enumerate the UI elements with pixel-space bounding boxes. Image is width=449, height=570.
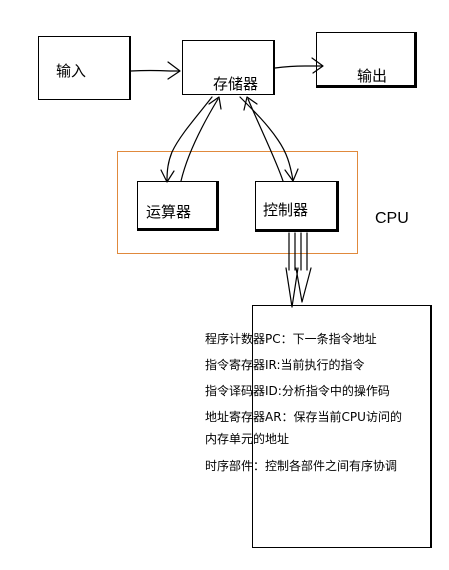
controller-box: 控制器 <box>255 181 339 232</box>
memory-label: 存储器 <box>213 75 259 93</box>
info-line-pc: 程序计数器PC：下一条指令地址 <box>205 332 377 346</box>
arrow-input-to-memory <box>130 61 181 80</box>
output-label: 输出 <box>357 67 388 85</box>
info-line-ar-cont: 内存单元的地址 <box>205 432 290 446</box>
info-line-ar: 地址寄存器AR：保存当前CPU访问的 <box>205 410 402 424</box>
alu-box: 运算器 <box>137 181 219 231</box>
memory-box: 存储器 <box>182 40 275 95</box>
info-line-timing: 时序部件：控制各部件之间有序协调 <box>205 459 398 473</box>
input-label: 输入 <box>56 62 87 80</box>
output-box: 输出 <box>316 32 417 88</box>
info-line-ir: 指令寄存器IR:当前执行的指令 <box>205 358 365 372</box>
cpu-label: CPU <box>375 210 409 227</box>
alu-label: 运算器 <box>146 203 192 221</box>
input-box: 输入 <box>38 36 131 100</box>
controller-label: 控制器 <box>263 201 309 219</box>
info-line-id: 指令译码器ID:分析指令中的操作码 <box>205 384 390 398</box>
info-panel <box>252 305 432 548</box>
cpu-frame <box>117 151 358 254</box>
